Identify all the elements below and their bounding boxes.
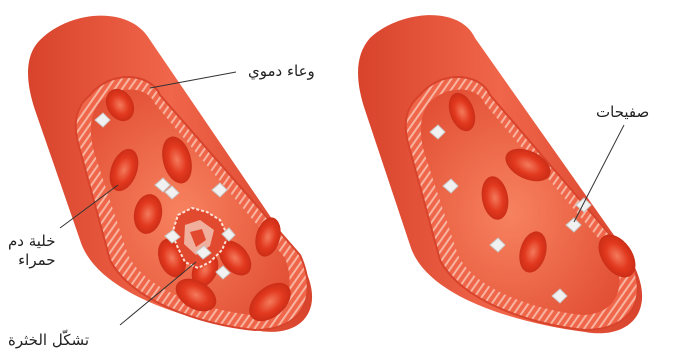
platelets-label: صفيحات bbox=[596, 103, 649, 122]
clot-label: تشكّل الخثرة bbox=[8, 331, 89, 350]
vessel-label: وعاء دموي bbox=[248, 62, 315, 81]
red-blood-cell-label: خلية دم حمراء bbox=[8, 232, 56, 270]
red-blood-cell-label-line2: حمراء bbox=[8, 251, 56, 270]
red-blood-cell-label-line1: خلية دم bbox=[8, 232, 56, 251]
right-vessel bbox=[358, 15, 643, 333]
platelet-leader-line bbox=[574, 125, 624, 222]
